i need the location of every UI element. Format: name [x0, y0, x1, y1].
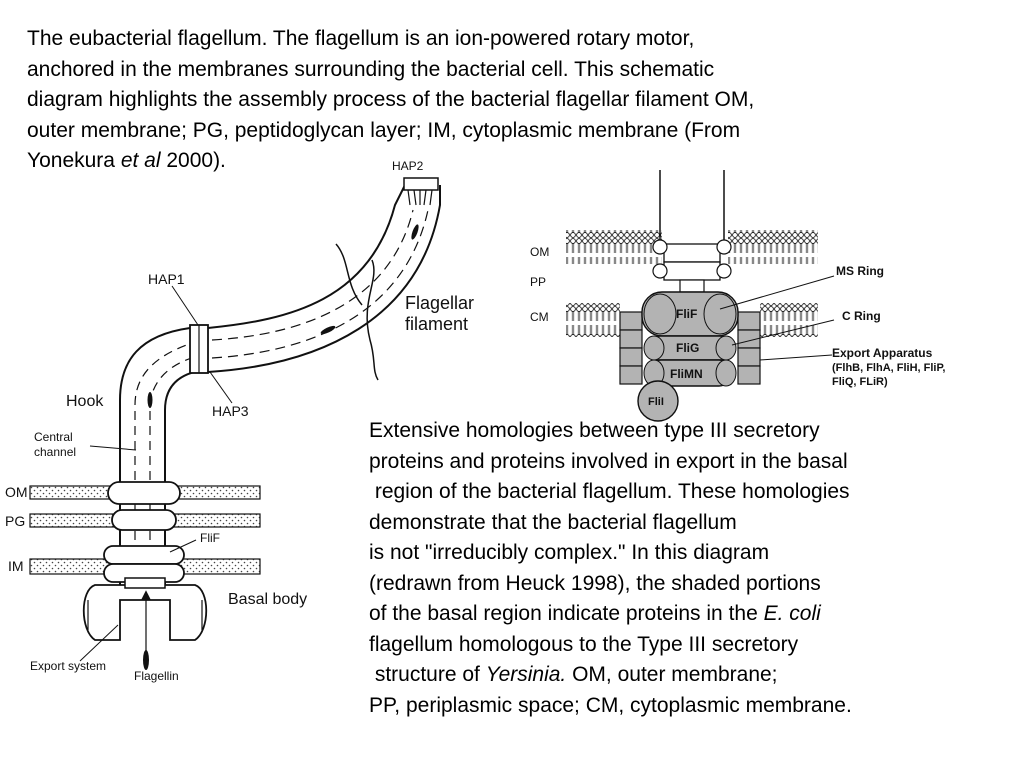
caption-top: The eubacterial flagellum. The flagellum… — [27, 24, 754, 177]
caption-right-line: (redrawn from Heuck 1998), the shaded po… — [369, 571, 821, 595]
flagellin-particle — [411, 224, 419, 240]
export-genes-label: FliQ, FLiR) — [832, 376, 888, 388]
caption-top-line: outer membrane; PG, peptidoglycan layer;… — [27, 118, 741, 142]
outer-ring — [663, 261, 721, 281]
flig-label: FliG — [676, 341, 699, 355]
caption-top-line: The eubacterial flagellum. The flagellum… — [27, 27, 695, 50]
hap1-label: HAP1 — [148, 271, 185, 287]
export-system-label: Export system — [30, 659, 106, 673]
left-flagellum-diagram: HAP2 HAP1 Flagellar filament HAP3 Hook C… — [5, 159, 474, 683]
caption-right-line: proteins and proteins involved in export… — [369, 449, 848, 473]
basal-body-label: Basal body — [228, 591, 307, 608]
caption-right-line: structure of Yersinia. OM, outer membran… — [369, 660, 852, 691]
outer-ring — [663, 243, 721, 263]
caption-right: Extensive homologies between type III se… — [369, 416, 852, 721]
central-channel-line — [149, 355, 199, 585]
caption-right-line: flagellum homologous to the Type III sec… — [369, 632, 799, 656]
caption-right-line: of the basal region indicate proteins in… — [369, 599, 852, 630]
om-label-right: OM — [530, 245, 549, 259]
export-apparatus-blocks — [619, 311, 761, 385]
caption-right-text: OM, outer membrane; — [566, 663, 778, 686]
flagellar-filament-label: Flagellar — [405, 293, 474, 313]
flii-atpase — [637, 380, 679, 422]
export-system-box — [124, 577, 166, 589]
caption-right-line: Extensive homologies between type III se… — [369, 419, 820, 442]
flii-label: FliI — [648, 396, 664, 408]
filament-wall-bottom — [207, 185, 441, 373]
caption-top-line: diagram highlights the assembly process … — [27, 88, 755, 111]
caption-top-line: anchored in the membranes surrounding th… — [27, 57, 715, 81]
hap3-label: HAP3 — [212, 403, 249, 419]
om-lipid-bilayer — [566, 230, 662, 264]
flagellin-particle — [147, 392, 153, 408]
hap2-label: HAP2 — [392, 159, 424, 173]
filament-break-mark — [335, 243, 363, 306]
ms-ring — [103, 545, 185, 565]
right-type-iii-diagram: OM PP CM MS Ring C Ring Export Apparatus… — [530, 170, 945, 422]
caption-right-line: is not "irreducibly complex." In this di… — [369, 541, 770, 564]
central-channel-label: channel — [34, 445, 76, 459]
p-ring — [111, 509, 177, 531]
ms-ring-label: MS Ring — [836, 264, 884, 278]
pp-label-right: PP — [530, 275, 546, 289]
caption-top-italic: et al — [120, 149, 161, 172]
cm-lipid-bilayer — [760, 303, 818, 337]
om-lipid-bilayer — [728, 230, 818, 264]
caption-top-line: Yonekura et al 2000). — [27, 146, 754, 177]
cm-label-right: CM — [530, 310, 549, 324]
caption-right-line: PP, periplasmic space; CM, cytoplasmic m… — [369, 693, 852, 717]
pg-label: PG — [5, 513, 25, 529]
flimn-label: FliMN — [670, 367, 703, 381]
hook-label: Hook — [66, 393, 104, 410]
hap2-cap — [403, 177, 439, 191]
filament-channel — [211, 209, 429, 359]
caption-right-line: demonstrate that the bacterial flagellum — [369, 510, 737, 534]
l-ring — [107, 481, 181, 505]
im-label: IM — [8, 558, 24, 574]
filament-channel — [211, 209, 414, 341]
caption-right-line: region of the bacterial flagellum. These… — [369, 480, 850, 503]
flagellar-filament-label: filament — [405, 314, 468, 334]
hook-tube-wall-left — [119, 327, 191, 590]
caption-right-italic: E. coli — [763, 602, 821, 625]
central-channel-line — [134, 341, 196, 585]
basal-body-c-ring — [82, 584, 208, 641]
caption-right-italic: Yersinia. — [485, 663, 567, 686]
flagellin-label: Flagellin — [134, 669, 179, 683]
filament-wall-top — [207, 184, 406, 329]
central-channel-label: Central — [34, 430, 73, 444]
om-label: OM — [5, 484, 28, 500]
flagellin-particle — [320, 325, 336, 335]
flif-label-right: FliF — [676, 307, 697, 321]
flif-label: FliF — [200, 531, 220, 545]
export-apparatus-label: Export Apparatus — [832, 346, 933, 360]
export-genes-label: (FlhB, FlhA, FliH, FliP, — [832, 362, 945, 374]
caption-top-text: 2000). — [160, 149, 226, 172]
caption-right-text: of the basal region indicate proteins in… — [369, 602, 764, 625]
c-ring-label: C Ring — [842, 309, 881, 323]
filament-break-mark — [366, 259, 379, 381]
caption-top-text: Yonekura — [27, 149, 121, 172]
caption-right-text: structure of — [369, 663, 486, 686]
cm-lipid-bilayer — [566, 303, 620, 337]
